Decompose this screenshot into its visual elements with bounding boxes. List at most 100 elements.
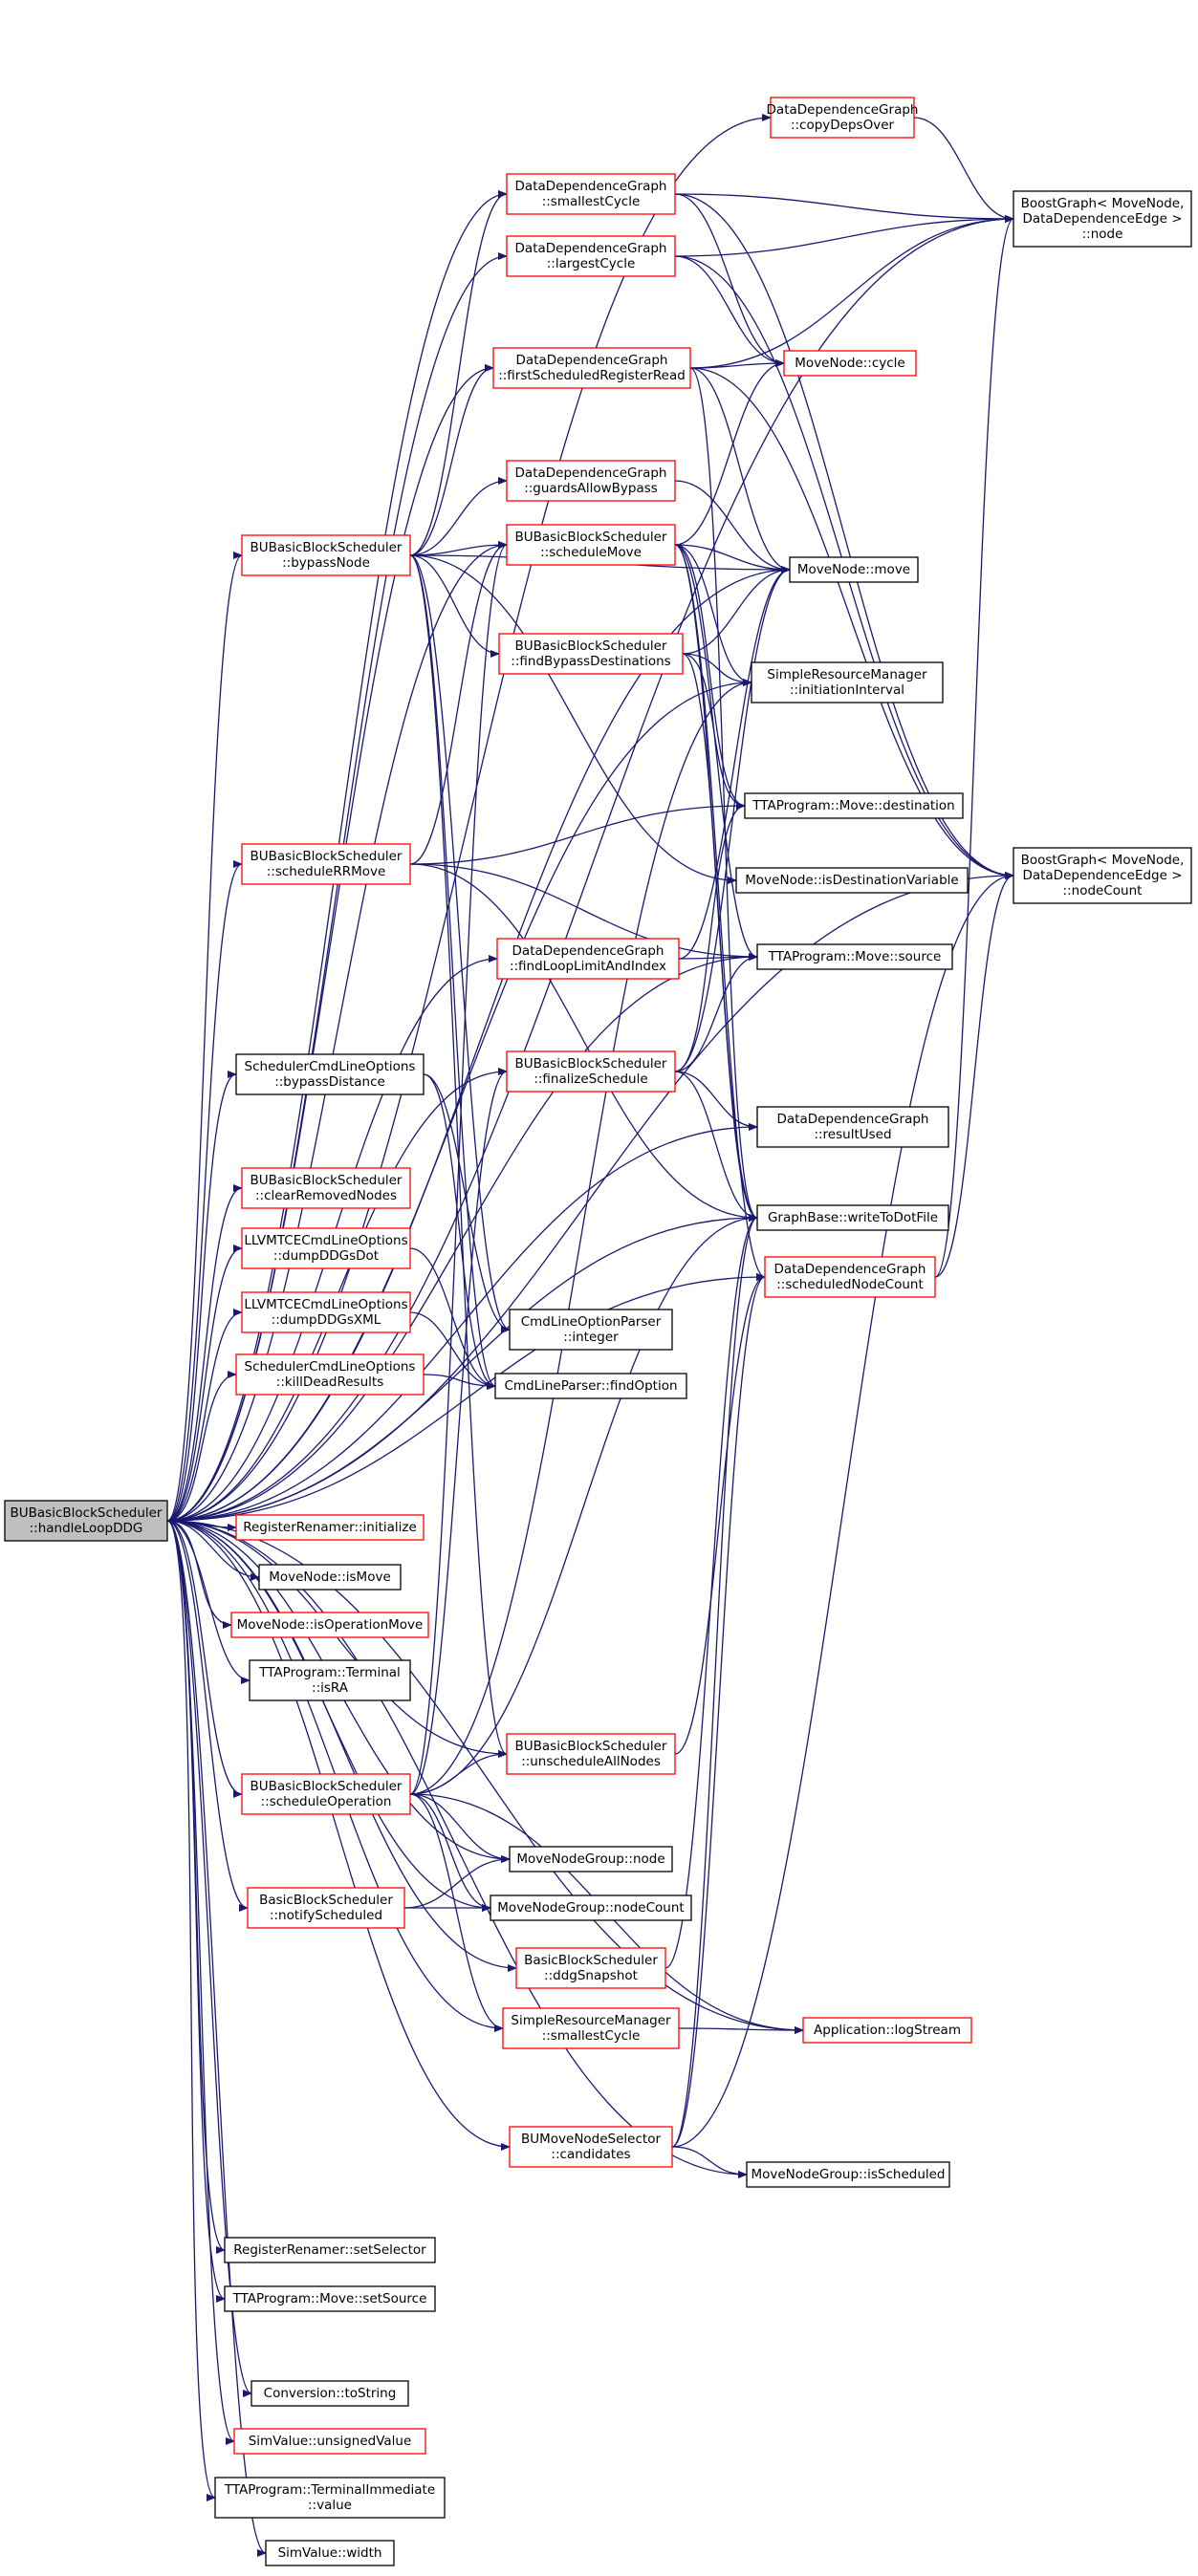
node-label-line: ::candidates <box>551 2147 630 2162</box>
node-simWidth[interactable]: SimValue::width <box>265 2540 395 2566</box>
node-firstSched[interactable]: DataDependenceGraph::firstScheduledRegis… <box>492 347 691 389</box>
node-largestCycle[interactable]: DataDependenceGraph::largestCycle <box>506 235 676 277</box>
node-label-line: ::scheduleOperation <box>261 1794 392 1809</box>
node-finalize[interactable]: BUBasicBlockScheduler::finalizeSchedule <box>506 1050 676 1093</box>
edge-root-to-ddgSnap <box>166 1520 517 1972</box>
edge-largestCycle-to-mnCycle <box>674 255 785 367</box>
node-findOption[interactable]: CmdLineParser::findOption <box>494 1373 687 1399</box>
edge-scheduleMove-to-mnMove <box>674 544 791 574</box>
edge-notify-to-mngNode <box>403 1855 511 1909</box>
node-isDestVar[interactable]: MoveNode::isDestinationVariable <box>735 867 969 894</box>
edge-firstSched-to-bgNodeCount <box>689 367 1014 879</box>
node-ttaSource[interactable]: TTAProgram::Move::source <box>756 943 953 970</box>
node-scheduleRR[interactable]: BUBasicBlockScheduler::scheduleRRMove <box>241 843 411 885</box>
node-label-line: TTAProgram::Terminal <box>258 1665 401 1680</box>
node-box <box>496 938 680 980</box>
edge-schedOp-to-srmSmallest <box>409 1793 504 2032</box>
node-toString[interactable]: Conversion::toString <box>250 2380 409 2407</box>
node-resultUsed[interactable]: DataDependenceGraph::resultUsed <box>756 1106 949 1148</box>
node-setSource[interactable]: TTAProgram::Move::setSource <box>224 2285 436 2312</box>
node-label-line: SimValue::width <box>278 2545 382 2561</box>
node-label-line: ::copyDepsOver <box>791 118 895 133</box>
node-guards[interactable]: DataDependenceGraph::guardsAllowBypass <box>506 460 676 502</box>
edge-finalize-to-resultUsed <box>674 1071 758 1131</box>
node-findBypass[interactable]: BUBasicBlockScheduler::findBypassDestina… <box>498 633 684 675</box>
node-box <box>233 2428 426 2455</box>
node-bgNode[interactable]: BoostGraph< MoveNode,DataDependenceEdge … <box>1013 190 1192 248</box>
edge-schedNodeCount-to-bgNodeCount <box>934 872 1014 1278</box>
node-mnCycle[interactable]: MoveNode::cycle <box>783 350 917 377</box>
node-unschedAll[interactable]: BUBasicBlockScheduler::unscheduleAllNode… <box>506 1733 676 1775</box>
node-rrInit[interactable]: RegisterRenamer::initialize <box>235 1514 425 1541</box>
node-ttaDest[interactable]: TTAProgram::Move::destination <box>744 792 964 819</box>
node-unsignedValue[interactable]: SimValue::unsignedValue <box>233 2428 426 2455</box>
edge-root-to-srmII <box>166 679 752 1522</box>
node-root[interactable]: BUBasicBlockScheduler::handleLoopDDG <box>4 1500 168 1542</box>
node-schedNodeCount[interactable]: DataDependenceGraph::scheduledNodeCount <box>764 1256 936 1298</box>
node-smallestCycle[interactable]: DataDependenceGraph::smallestCycle <box>506 173 676 215</box>
edge-scheduleRR-to-ttaDest <box>409 802 746 865</box>
node-writeDot[interactable]: GraphBase::writeToDotFile <box>756 1204 949 1231</box>
edge-findBypass-to-writeDot <box>682 653 758 1222</box>
node-scheduleMove[interactable]: BUBasicBlockScheduler::scheduleMove <box>506 524 676 566</box>
node-isOpMove[interactable]: MoveNode::isOperationMove <box>230 1612 429 1638</box>
node-label-line: ::largestCycle <box>547 256 636 271</box>
node-mngCount[interactable]: MoveNodeGroup::nodeCount <box>490 1894 692 1921</box>
node-box <box>506 1733 676 1775</box>
node-ddgSnap[interactable]: BasicBlockScheduler::ddgSnapshot <box>515 1947 666 1989</box>
node-box <box>241 1291 411 1333</box>
node-label-line: BUBasicBlockScheduler <box>250 1173 403 1188</box>
node-candidates[interactable]: BUMoveNodeSelector::candidates <box>509 2126 673 2168</box>
node-mngNode[interactable]: MoveNodeGroup::node <box>509 1846 673 1872</box>
node-clearRemoved[interactable]: BUBasicBlockScheduler::clearRemovedNodes <box>241 1167 411 1209</box>
node-cmdInteger[interactable]: CmdLineOptionParser::integer <box>509 1309 673 1351</box>
node-label-line: BUBasicBlockScheduler <box>515 639 667 654</box>
node-label-line: ::smallestCycle <box>542 2028 641 2044</box>
edge-findBypass-to-srmII <box>682 653 752 686</box>
node-isRA[interactable]: TTAProgram::Terminal::isRA <box>249 1659 411 1701</box>
edge-root-to-scheduleMove <box>166 541 508 1522</box>
edge-copyDeps-to-bgNode <box>913 117 1014 223</box>
node-box <box>214 2477 446 2519</box>
node-box <box>506 1050 676 1093</box>
node-dumpXML[interactable]: LLVMTCECmdLineOptions::dumpDDGsXML <box>241 1291 411 1333</box>
edge-findLoop-to-ttaSource <box>678 953 758 962</box>
node-logStream[interactable]: Application::logStream <box>802 2017 972 2044</box>
node-rrSetSel[interactable]: RegisterRenamer::setSelector <box>224 2237 436 2263</box>
node-srmII[interactable]: SimpleResourceManager::initiationInterva… <box>751 661 944 704</box>
node-label-line: DataDependenceGraph <box>774 1262 926 1277</box>
edge-schedBypassDist-to-findOption <box>423 1073 496 1390</box>
node-mnMove[interactable]: MoveNode::move <box>789 556 919 583</box>
edge-smallestCycle-to-bgNodeCount <box>674 193 1014 879</box>
node-isMove[interactable]: MoveNode::isMove <box>258 1564 402 1591</box>
edge-findBypass-to-mnMove <box>682 566 791 655</box>
node-label-line: ::dumpDDGsDot <box>273 1248 379 1264</box>
node-schedBypassDist[interactable]: SchedulerCmdLineOptions::bypassDistance <box>235 1053 425 1095</box>
node-srmSmallest[interactable]: SimpleResourceManager::smallestCycle <box>502 2007 680 2049</box>
node-killDead[interactable]: SchedulerCmdLineOptions::killDeadResults <box>235 1353 425 1396</box>
edge-root-to-firstSched <box>166 364 494 1522</box>
edge-candidates-to-writeDot <box>671 1214 758 2148</box>
node-dumpDot[interactable]: LLVMTCECmdLineOptions::dumpDDGsDot <box>241 1227 411 1269</box>
edge-scheduleRR-to-writeDot <box>409 863 758 1222</box>
edge-findLoop-to-mnMove <box>678 566 791 960</box>
node-label-line: ::clearRemovedNodes <box>255 1188 397 1203</box>
edge-root-to-setSource <box>166 1520 226 2303</box>
edge-scheduleMove-to-srmII <box>674 544 752 686</box>
node-findLoop[interactable]: DataDependenceGraph::findLoopLimitAndInd… <box>496 938 680 980</box>
edge-root-to-dumpDot <box>166 1245 243 1522</box>
node-label-line: ::findLoopLimitAndIndex <box>510 959 666 974</box>
node-mngSched[interactable]: MoveNodeGroup::isScheduled <box>746 2161 950 2188</box>
node-box <box>241 1227 411 1269</box>
node-schedOp[interactable]: BUBasicBlockScheduler::scheduleOperation <box>241 1773 411 1815</box>
node-notify[interactable]: BasicBlockScheduler::notifyScheduled <box>247 1887 405 1929</box>
node-box <box>249 1659 411 1701</box>
edge-bypassNode-to-unschedAll <box>409 554 508 1758</box>
node-box <box>770 97 915 139</box>
edge-firstSched-to-mnMove <box>689 367 791 574</box>
node-box <box>515 1947 666 1989</box>
node-termImm[interactable]: TTAProgram::TerminalImmediate::value <box>214 2477 446 2519</box>
node-bgNodeCount[interactable]: BoostGraph< MoveNode,DataDependenceEdge … <box>1013 847 1192 904</box>
node-copyDeps[interactable]: DataDependenceGraph::copyDepsOver <box>767 97 919 139</box>
node-bypassNode[interactable]: BUBasicBlockScheduler::bypassNode <box>241 534 411 576</box>
